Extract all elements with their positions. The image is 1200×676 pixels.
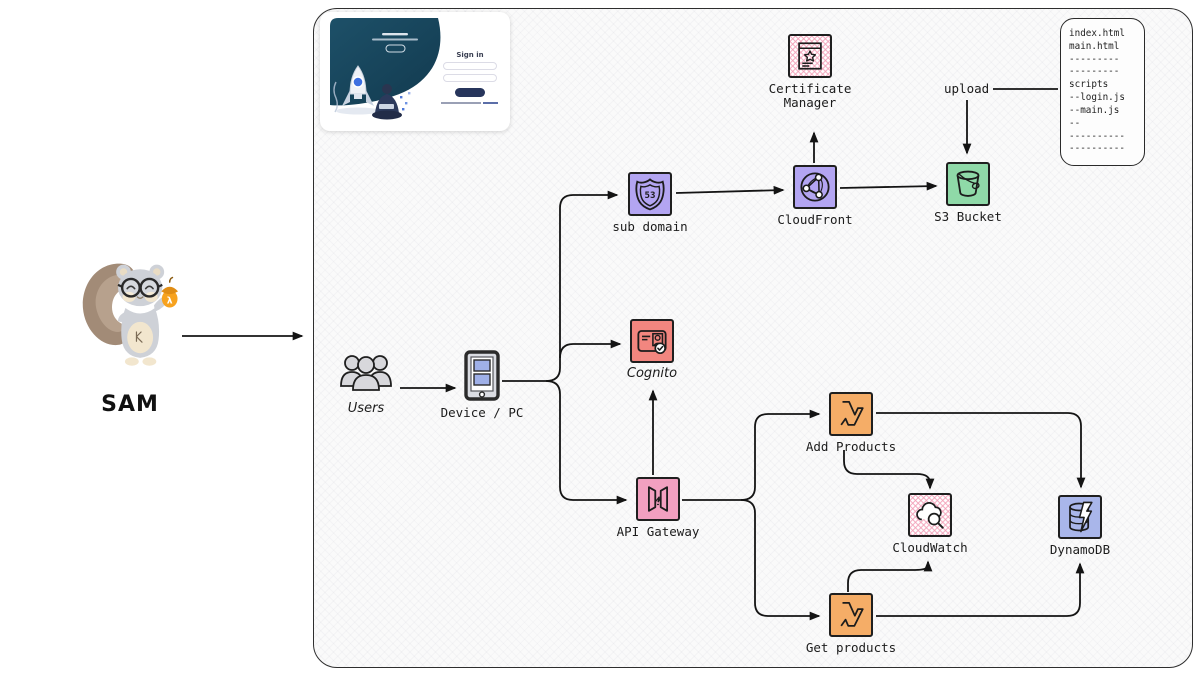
users-icon <box>340 355 392 391</box>
lambda-icon <box>840 602 864 627</box>
file-line: index.html <box>1069 28 1125 39</box>
login-footer-text <box>441 102 481 104</box>
file-line: main.html <box>1069 40 1120 52</box>
node-dynamodb: DynamoDB <box>1020 495 1140 557</box>
squirrel-tail <box>82 263 135 346</box>
upload-edge-label: upload <box>944 81 990 96</box>
cloudfront-icon <box>800 172 830 202</box>
api-gateway-icon <box>648 486 668 512</box>
file-line: --login.js <box>1069 92 1125 104</box>
svg-text:53: 53 <box>645 191 656 201</box>
node-label: S3 Bucket <box>934 209 1002 224</box>
node-s3-bucket: S3 Bucket <box>908 162 1028 224</box>
sam-squirrel-mascot: λ <box>82 263 178 366</box>
dynamodb-icon <box>1069 501 1093 533</box>
node-label: Add Products <box>805 439 897 454</box>
lambda-icon <box>840 401 864 426</box>
node-label: Users <box>347 401 385 416</box>
node-cloudwatch: CloudWatch <box>870 493 990 555</box>
node-label: DynamoDB <box>1049 542 1111 557</box>
file-line: --------- <box>1069 66 1120 78</box>
login-username-field <box>443 62 497 70</box>
file-line: ---------- <box>1069 143 1125 155</box>
node-label: CloudFront <box>777 212 853 227</box>
node-subdomain: 53 sub domain <box>590 172 710 234</box>
certificate-icon <box>790 36 830 76</box>
file-line: --------- <box>1069 53 1120 65</box>
node-device: Device / PC <box>422 350 542 420</box>
cognito-icon <box>637 330 667 355</box>
file-line: --main.js <box>1069 104 1120 116</box>
node-cognito: Cognito <box>592 319 712 382</box>
node-label: API Gateway <box>616 524 700 539</box>
s3-bucket-icon <box>956 170 980 197</box>
node-label: sub domain <box>612 219 688 234</box>
login-signin-button <box>455 88 485 97</box>
route53-icon: 53 <box>635 178 665 211</box>
node-label: Cognito <box>626 366 678 381</box>
login-password-field <box>443 74 497 82</box>
node-label: Device / PC <box>440 405 524 420</box>
mascot-label: SAM <box>101 392 159 417</box>
login-hero-illustration <box>330 18 441 120</box>
device-icon <box>464 350 500 401</box>
rocket-icon <box>336 65 380 115</box>
cloudwatch-icon <box>910 495 950 535</box>
node-api-gateway: API Gateway <box>598 477 718 539</box>
node-users: Users <box>306 352 426 417</box>
lambda-acorn-icon: λ <box>161 276 178 308</box>
login-signin-heading: Sign in <box>456 51 484 59</box>
file-line: scripts <box>1069 79 1109 91</box>
file-line: -- <box>1069 117 1081 129</box>
node-certificate-manager: Certificate Manager <box>750 34 870 111</box>
node-label: Certificate Manager <box>768 81 852 111</box>
login-page-preview: Sign in <box>320 12 510 131</box>
person-illustration <box>372 84 411 120</box>
deployed-files-note: index.html main.html --------- ---------… <box>1060 18 1145 166</box>
file-line: ---------- <box>1069 130 1125 142</box>
glasses-icon <box>117 277 163 298</box>
node-get-products: Get products <box>791 593 911 655</box>
node-cloudfront: CloudFront <box>755 165 875 227</box>
node-add-products: Add Products <box>791 392 911 454</box>
svg-text:λ: λ <box>167 295 173 306</box>
login-footer-link <box>483 102 498 104</box>
node-label: Get products <box>805 640 897 655</box>
node-label: CloudWatch <box>892 540 968 555</box>
